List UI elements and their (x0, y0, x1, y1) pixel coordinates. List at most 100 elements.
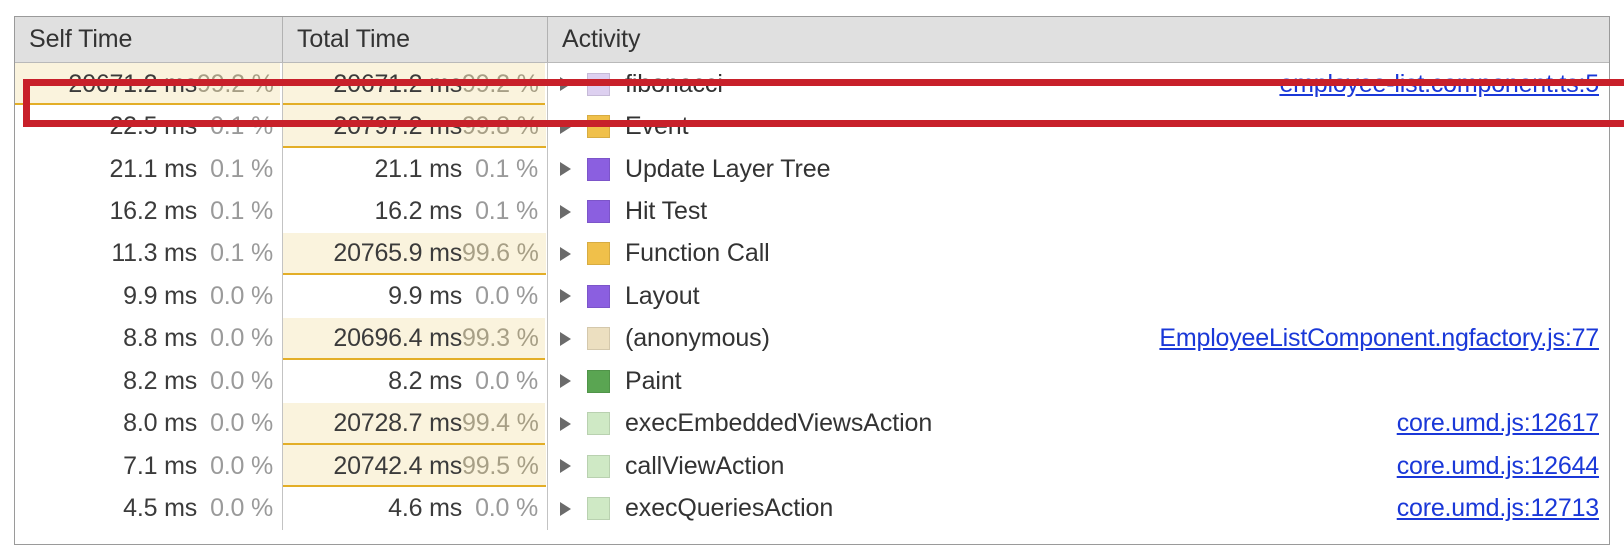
column-header-activity[interactable]: Activity (547, 17, 1609, 62)
source-location-link[interactable]: EmployeeListComponent.ngfactory.js:77 (1159, 324, 1599, 353)
cell-activity: Paint (547, 360, 1609, 403)
self-time-ms: 8.0 ms (123, 409, 197, 438)
total-time-percent: 0.0 % (475, 281, 538, 310)
self-time-percent: 0.0 % (210, 324, 273, 353)
cell-activity: Layout (547, 275, 1609, 318)
self-time-percent: 0.1 % (210, 197, 273, 226)
source-location-link[interactable]: employee-list.component.ts:5 (1279, 69, 1599, 98)
total-time-bar (283, 232, 546, 276)
expand-triangle-icon[interactable] (560, 246, 571, 261)
column-header-total-time[interactable]: Total Time (282, 17, 547, 62)
activity-label: execQueriesAction (625, 494, 834, 523)
cell-activity: Update Layer Tree (547, 147, 1609, 191)
self-time-ms: 20671.2 ms (68, 69, 197, 98)
activity-color-swatch-icon (587, 369, 610, 393)
total-time-ms: 16.2 ms (374, 197, 462, 226)
self-time-value-group: 16.2 ms 0.1 % (109, 197, 273, 226)
performance-bottom-up-table: Self Time Total Time Activity 20671.2 ms… (14, 16, 1624, 545)
activity-label: execEmbeddedViewsAction (625, 409, 933, 438)
activity-color-swatch-icon (587, 72, 610, 96)
expand-triangle-icon[interactable] (560, 459, 571, 474)
expand-triangle-icon[interactable] (560, 119, 571, 134)
cell-self-time: 7.1 ms 0.0 % (15, 445, 282, 487)
column-header-self-time-label: Self Time (29, 25, 133, 53)
activity-color-swatch-icon (587, 157, 610, 181)
cell-self-time: 16.2 ms 0.1 % (15, 190, 282, 232)
source-location-link[interactable]: core.umd.js:12617 (1396, 409, 1599, 438)
total-time-value-group: 16.2 ms 0.1 % (374, 197, 538, 226)
expand-triangle-icon[interactable] (560, 374, 571, 389)
total-time-ms: 8.2 ms (388, 366, 462, 395)
self-time-ms: 22.5 ms (109, 112, 197, 141)
expand-triangle-icon[interactable] (560, 162, 571, 177)
self-time-percent: 0.0 % (210, 451, 273, 480)
self-time-ms: 7.1 ms (123, 451, 197, 480)
activity-color-swatch-icon (587, 412, 610, 436)
self-time-ms: 9.9 ms (123, 281, 197, 310)
expand-triangle-icon[interactable] (560, 204, 571, 219)
expand-triangle-icon[interactable] (560, 501, 571, 516)
cell-total-time: 4.6 ms 0.0 % (282, 487, 547, 530)
source-location-link[interactable]: core.umd.js:12713 (1396, 494, 1599, 523)
column-header-total-time-label: Total Time (297, 25, 410, 53)
expand-triangle-icon[interactable] (560, 289, 571, 304)
cell-activity: Function Call (547, 232, 1609, 276)
source-location-link[interactable]: core.umd.js:12644 (1396, 451, 1599, 480)
self-time-ms: 21.1 ms (109, 154, 197, 183)
self-time-percent: 0.0 % (210, 366, 273, 395)
activity-label: Event (625, 112, 689, 141)
expand-triangle-icon[interactable] (560, 331, 571, 346)
activity-color-swatch-icon (587, 242, 610, 266)
total-time-percent: 0.0 % (475, 494, 538, 523)
self-time-ms: 16.2 ms (109, 197, 197, 226)
total-time-percent: 99.5 % (462, 451, 539, 480)
total-time-percent: 0.1 % (475, 197, 538, 226)
activity-label: Layout (625, 281, 700, 310)
expand-triangle-icon[interactable] (560, 77, 571, 92)
activity-color-swatch-icon (587, 115, 610, 139)
total-time-ms: 20765.9 ms (333, 239, 462, 268)
expand-triangle-icon[interactable] (560, 416, 571, 431)
activity-label: Function Call (625, 239, 770, 268)
column-header-self-time[interactable]: Self Time (15, 17, 282, 62)
cell-total-time: 16.2 ms 0.1 % (282, 190, 547, 233)
total-time-ms: 21.1 ms (374, 154, 462, 183)
total-time-ms: 4.6 ms (388, 494, 462, 523)
